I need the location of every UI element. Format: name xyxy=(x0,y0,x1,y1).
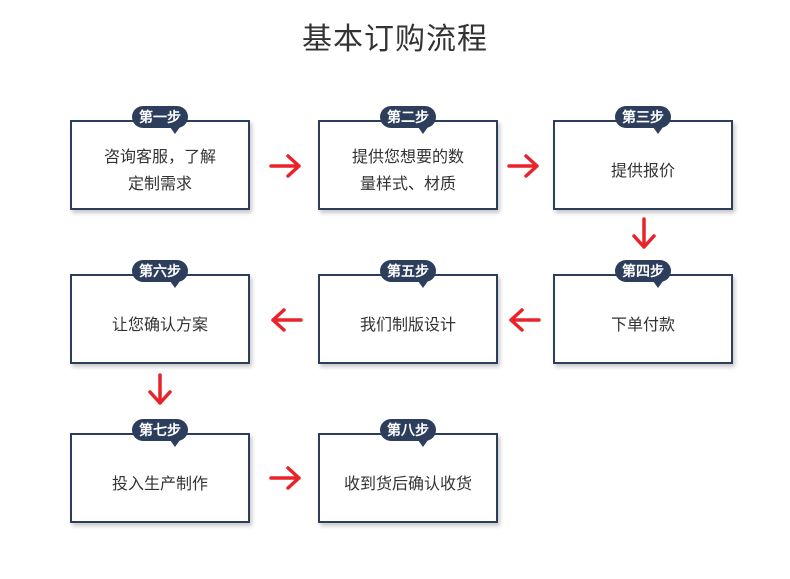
arrow-down-icon xyxy=(632,217,656,249)
step-2-line2: 量样式、材质 xyxy=(359,174,456,193)
step-7-box: 投入生产制作 xyxy=(70,433,250,523)
step-6-line1: 让您确认方案 xyxy=(111,314,208,334)
step-2-line1: 提供您想要的数 xyxy=(351,147,464,166)
step-1-text: 咨询客服，了解 定制需求 xyxy=(92,133,228,197)
step-2-box: 提供您想要的数 量样式、材质 xyxy=(318,120,498,210)
step-7-badge: 第七步 xyxy=(132,419,188,447)
step-8-badge: 第八步 xyxy=(380,419,436,447)
step-1-line2: 定制需求 xyxy=(127,174,192,193)
step-5-badge: 第五步 xyxy=(380,260,436,288)
step-2-badge: 第二步 xyxy=(380,106,436,134)
arrow-left-icon xyxy=(509,308,541,332)
step-7-line1: 投入生产制作 xyxy=(111,473,208,493)
step-1-badge: 第一步 xyxy=(132,106,188,134)
step-5-text: 我们制版设计 xyxy=(348,301,468,338)
step-6-box: 让您确认方案 xyxy=(70,274,250,364)
step-4-box: 下单付款 xyxy=(553,274,733,364)
step-6-badge: 第六步 xyxy=(132,260,188,288)
step-1-line1: 咨询客服，了解 xyxy=(103,147,216,166)
step-4-line1: 下单付款 xyxy=(610,314,675,334)
arrow-right-icon xyxy=(507,154,539,178)
arrow-down-icon xyxy=(148,373,172,405)
step-3-text: 提供报价 xyxy=(599,147,687,184)
step-4-text: 下单付款 xyxy=(599,301,687,338)
step-8-text: 收到货后确认收货 xyxy=(332,460,484,497)
step-1-box: 咨询客服，了解 定制需求 xyxy=(70,120,250,210)
step-6-text: 让您确认方案 xyxy=(100,301,220,338)
page-title: 基本订购流程 xyxy=(302,22,488,57)
arrow-left-icon xyxy=(271,308,303,332)
step-8-line1: 收到货后确认收货 xyxy=(343,473,472,493)
arrow-right-icon xyxy=(269,466,301,490)
step-3-box: 提供报价 xyxy=(553,120,733,210)
step-8-box: 收到货后确认收货 xyxy=(318,433,498,523)
step-4-badge: 第四步 xyxy=(615,260,671,288)
step-2-text: 提供您想要的数 量样式、材质 xyxy=(340,133,476,197)
step-5-box: 我们制版设计 xyxy=(318,274,498,364)
step-3-badge: 第三步 xyxy=(615,106,671,134)
step-5-line1: 我们制版设计 xyxy=(359,314,456,334)
step-3-line1: 提供报价 xyxy=(610,160,675,180)
arrow-right-icon xyxy=(269,154,301,178)
step-7-text: 投入生产制作 xyxy=(100,460,220,497)
